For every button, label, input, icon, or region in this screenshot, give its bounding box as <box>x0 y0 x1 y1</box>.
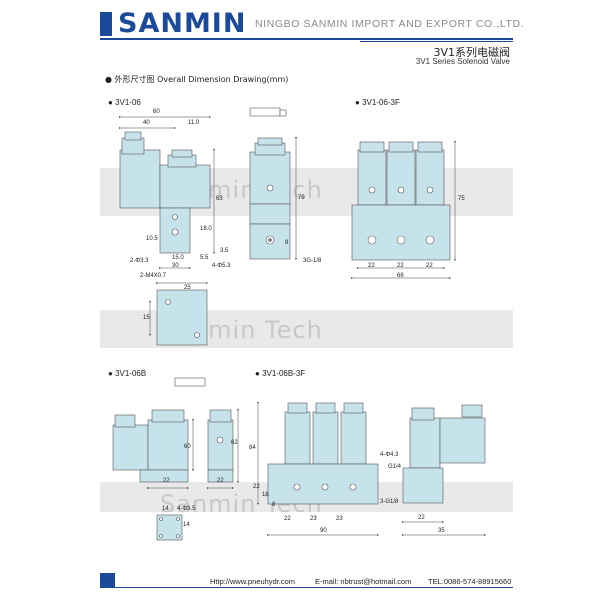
section-heading: ● 外形尺寸图 Overall Dimension Drawing(mm) <box>105 75 289 84</box>
dim-label: 3.5 <box>220 248 229 254</box>
footer-phone: TEL:0086-574-88915660 <box>428 577 512 586</box>
dim-label: 3G-1/8 <box>303 258 322 264</box>
dim-label: 14 <box>162 506 169 512</box>
page-title-en: 3V1 Series Solenoid Valve <box>415 57 510 66</box>
dim-label: 22 <box>368 263 375 269</box>
pneumatic-symbol-2 <box>174 377 206 387</box>
dim-label: 22 <box>253 484 260 490</box>
model-label-3v1-06b: ● 3V1-06B <box>108 369 147 378</box>
footer-website[interactable]: Http://www.pneuhydr.com <box>210 577 296 586</box>
valve-3v1-06b-front <box>112 409 189 483</box>
dim-label: G1/4 <box>388 464 402 470</box>
dim-label: 60 <box>153 109 160 115</box>
dim-label: 40 <box>143 120 150 126</box>
dim-label: 75 <box>458 196 465 202</box>
page-title-cn: 3V1系列电磁阀 <box>433 46 510 59</box>
small-mounting-plate <box>156 514 183 541</box>
valve-3v1-06b-side <box>207 409 234 483</box>
dim-label: 22 <box>217 478 224 484</box>
dim-label: 22 <box>426 263 433 269</box>
dim-label: 4-Φ5.3 <box>212 263 231 269</box>
dim-label: 23 <box>310 516 317 522</box>
dim-label: 4-Φ4.3 <box>380 452 399 458</box>
dim-label: 63 <box>216 196 223 202</box>
model-name: 3V1-06B <box>115 369 147 378</box>
brand-logo: SANMIN <box>118 8 247 39</box>
valve-3v1-06-side <box>249 137 291 260</box>
dim-label: 30 <box>172 263 179 269</box>
company-name: NINGBO SANMIN IMPORT AND EXPORT CO.,LTD. <box>255 18 525 30</box>
dim-label: 22 <box>397 263 404 269</box>
model-name: 3V1-06-3F <box>362 98 400 107</box>
dim-label: 3-G1/8 <box>380 499 399 505</box>
dim-label: 11.0 <box>188 120 200 126</box>
dim-label: 4-Φ3.5 <box>177 506 196 512</box>
dim-label: 22 <box>163 478 170 484</box>
valve-3v1-06b-3f-side <box>402 404 486 504</box>
logo-mark <box>100 12 112 36</box>
footer-email[interactable]: E-mail: nbtrust@hotmail.com <box>315 577 412 586</box>
dim-label: 23 <box>336 516 343 522</box>
model-name: 3V1-06 <box>115 98 141 107</box>
dim-label: 18.0 <box>200 226 212 232</box>
dim-label: 62 <box>231 440 238 446</box>
valve-3v1-06b-3f <box>267 402 379 505</box>
dim-label: 25 <box>184 285 191 291</box>
dim-label: 2-M4X0.7 <box>140 273 167 279</box>
dim-label: 5.5 <box>200 255 209 261</box>
dim-label: 84 <box>249 445 256 451</box>
header-rule-thin <box>360 41 513 42</box>
dimension-lines <box>119 116 486 536</box>
valve-3v1-06-front <box>119 131 211 254</box>
dim-label: 2-Φ3.3 <box>130 258 149 264</box>
dim-label: 16 <box>262 492 269 498</box>
header-rule <box>100 38 513 40</box>
mounting-plate-view <box>156 289 208 346</box>
model-name: 3V1-06B-3F <box>262 369 306 378</box>
footer-mark <box>100 573 115 588</box>
dim-label: 8 <box>285 240 289 246</box>
dim-label: 10.5 <box>146 236 158 242</box>
dim-label: 15 <box>143 315 150 321</box>
dim-label: 22 <box>284 516 291 522</box>
model-label-3v1-06-3f: ● 3V1-06-3F <box>355 98 400 107</box>
dim-label: 22 <box>418 515 425 521</box>
pneumatic-symbol-1 <box>249 107 287 117</box>
dim-label: 79 <box>298 195 305 201</box>
dim-label: 15.0 <box>172 255 184 261</box>
dim-label: 14 <box>183 522 190 528</box>
dim-label: 90 <box>320 528 327 534</box>
footer-rule <box>115 587 513 588</box>
dim-label: 35 <box>438 528 445 534</box>
valve-3v1-06-3f <box>351 141 451 261</box>
dim-label: 66 <box>397 273 404 279</box>
model-label-3v1-06b-3f: ● 3V1-06B-3F <box>255 369 306 378</box>
dim-label: 60 <box>184 444 191 450</box>
dim-label: 8 <box>272 502 276 508</box>
model-label-3v1-06: ● 3V1-06 <box>108 98 141 107</box>
section-heading-text: 外形尺寸图 Overall Dimension Drawing(mm) <box>114 75 289 84</box>
